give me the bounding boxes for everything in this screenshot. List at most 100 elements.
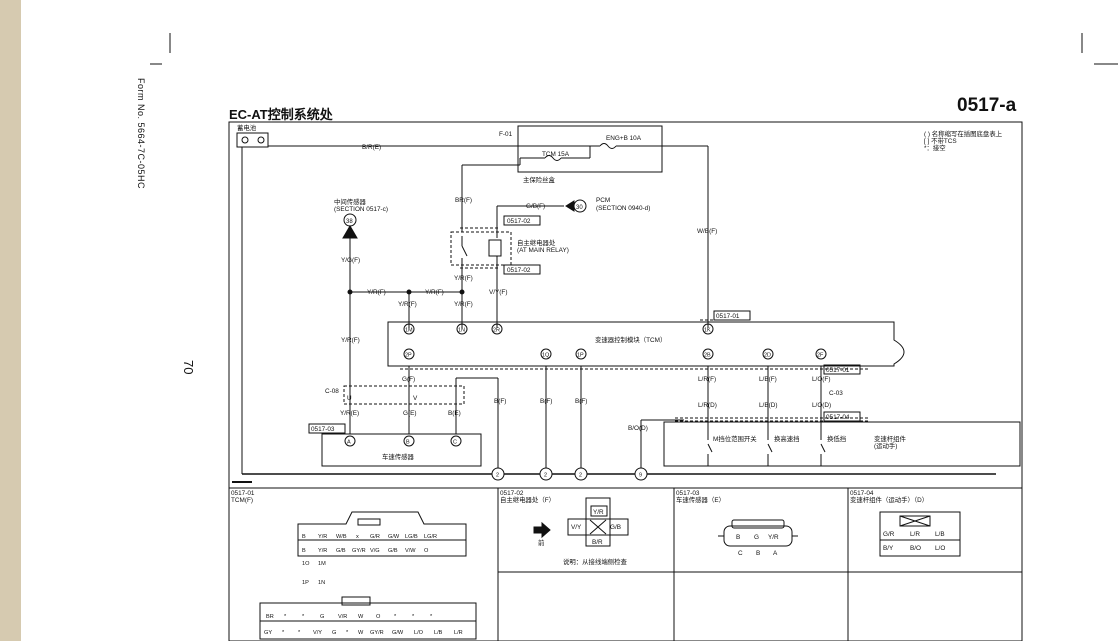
pin-wire: LG/B	[405, 534, 418, 540]
connector-code: 0517-01	[231, 490, 255, 497]
wire-label: B(F)	[575, 398, 587, 405]
wire-label: Y/R(F)	[454, 301, 473, 308]
pin-letter: A	[773, 550, 778, 557]
pin-wire: GY/R	[370, 630, 384, 636]
battery-label: 蓄电池	[237, 123, 257, 132]
pin-wire: GY	[264, 630, 272, 636]
wire-label: B(F)	[494, 398, 506, 405]
diagram-code: 0517-a	[957, 95, 1017, 116]
connector-label: C-08	[325, 388, 339, 395]
pin-wire: G/R	[370, 534, 380, 540]
fuse-label: ENG+B 10A	[606, 135, 642, 142]
connector-code: 0517-02	[500, 490, 524, 497]
switch-label: 换高速挡	[774, 434, 800, 443]
wire-label: L/R(F)	[698, 376, 716, 383]
legend-note: *：接空	[924, 143, 946, 152]
pin-wire: *	[412, 614, 415, 620]
pin-wire: G	[754, 534, 759, 541]
pin-label: 2D	[764, 353, 771, 359]
pin-label: 1Q	[542, 353, 550, 359]
pin-label: 30	[576, 205, 583, 211]
pin-wire: GY/R	[352, 548, 366, 554]
connector-label: F-01	[499, 131, 513, 138]
pin-letter: B	[756, 550, 760, 557]
ground-label: 2	[496, 473, 499, 479]
wire-label: Y/G(F)	[341, 257, 360, 264]
pin-wire: L/R	[454, 630, 463, 636]
pin-wire: *	[282, 630, 285, 636]
pin-wire: *	[302, 614, 305, 620]
pin-wire: B/Y	[883, 545, 894, 552]
pin-letter: C	[738, 550, 743, 557]
pcm-section-label: (SECTION 0940-d)	[596, 205, 650, 212]
pin-label: A	[347, 440, 351, 446]
wire-label: V/Y(F)	[489, 289, 507, 296]
wire-label: G(F)	[402, 376, 415, 383]
connector-pin: U	[347, 395, 352, 402]
pin-label: 2R	[493, 328, 500, 334]
relay-en-label: (AT MAIN RELAY)	[517, 247, 569, 254]
relay-label: 自主继电器处	[517, 238, 556, 247]
page-number: 70	[181, 360, 196, 375]
wire-label: Y/R(F)	[398, 301, 417, 308]
tcm-label: 变速器控制模块（TCM）	[595, 335, 666, 344]
connector-name: 车速传感器（E）	[676, 495, 725, 504]
pin-wire: Y/R	[768, 534, 779, 541]
pin-wire: W	[358, 630, 364, 636]
pin-label: 1O	[302, 561, 310, 567]
wire-label: L/O(F)	[812, 376, 830, 383]
pin-wire: *	[394, 614, 397, 620]
legend-note: ( ) 名称缩写在插图底盘表上	[924, 129, 1003, 138]
pin-wire: Y/R	[318, 534, 327, 540]
pin-wire: x	[356, 534, 359, 540]
connector-name: TCM(F)	[231, 497, 253, 504]
front-label: 前	[538, 538, 545, 547]
wire-label: L/O(D)	[812, 402, 831, 409]
connector-code: 0517-04	[826, 414, 850, 421]
pin-wire: Y/R	[318, 548, 327, 554]
pin-wire: B	[302, 548, 306, 554]
pin-wire: *	[284, 614, 287, 620]
wire-label: B(F)	[540, 398, 552, 405]
ground-label: 9	[639, 473, 642, 479]
connector-code: 0517-01	[826, 367, 850, 374]
pin-label: 1N	[458, 328, 465, 334]
mid-sensor-label: 中间传感器	[334, 197, 367, 206]
pin-wire: G/B	[336, 548, 346, 554]
page-title: EC-AT控制系统处	[229, 107, 333, 122]
wire-label: L/B(D)	[759, 402, 777, 409]
pin-wire: B	[736, 534, 740, 541]
pin-wire: G/W	[392, 630, 404, 636]
connector-pin: V	[413, 395, 418, 402]
ground-label: 2	[544, 473, 547, 479]
pcm-label: PCM	[596, 197, 610, 204]
wire-label: Y/R(F)	[367, 289, 386, 296]
pin-wire: *	[430, 614, 433, 620]
pin-wire: V/R	[338, 614, 347, 620]
pin-label: B	[406, 440, 410, 446]
pin-wire: B	[302, 534, 306, 540]
pin-wire: G/B	[388, 548, 398, 554]
pin-wire: B/R	[592, 539, 603, 546]
mid-section-label: (SECTION 0517-c)	[334, 206, 388, 213]
pin-label: 1M	[405, 328, 413, 334]
inspection-note: 说明：从接线端侧检查	[563, 557, 628, 566]
connector-name: 变速杆组件（运动手）（D）	[850, 495, 928, 504]
pin-wire: *	[346, 630, 349, 636]
wire-label: G(E)	[403, 410, 417, 417]
pin-wire: B/O	[910, 545, 921, 552]
pin-label: 2B	[704, 353, 711, 359]
connector-code: 0517-03	[311, 426, 335, 433]
pin-label: C	[453, 440, 457, 446]
pin-wire: L/O	[935, 545, 945, 552]
pin-wire: G	[320, 614, 324, 620]
pin-label: 2P	[405, 353, 412, 359]
connector-code: 0517-04	[850, 490, 874, 497]
wire-label: B(E)	[448, 410, 461, 417]
pin-label: 1P	[302, 580, 309, 586]
pin-wire: BR	[266, 614, 274, 620]
pin-wire: W/B	[336, 534, 347, 540]
selector-sub-label: (运动手)	[874, 441, 897, 450]
pin-wire: V/Y	[571, 524, 582, 531]
